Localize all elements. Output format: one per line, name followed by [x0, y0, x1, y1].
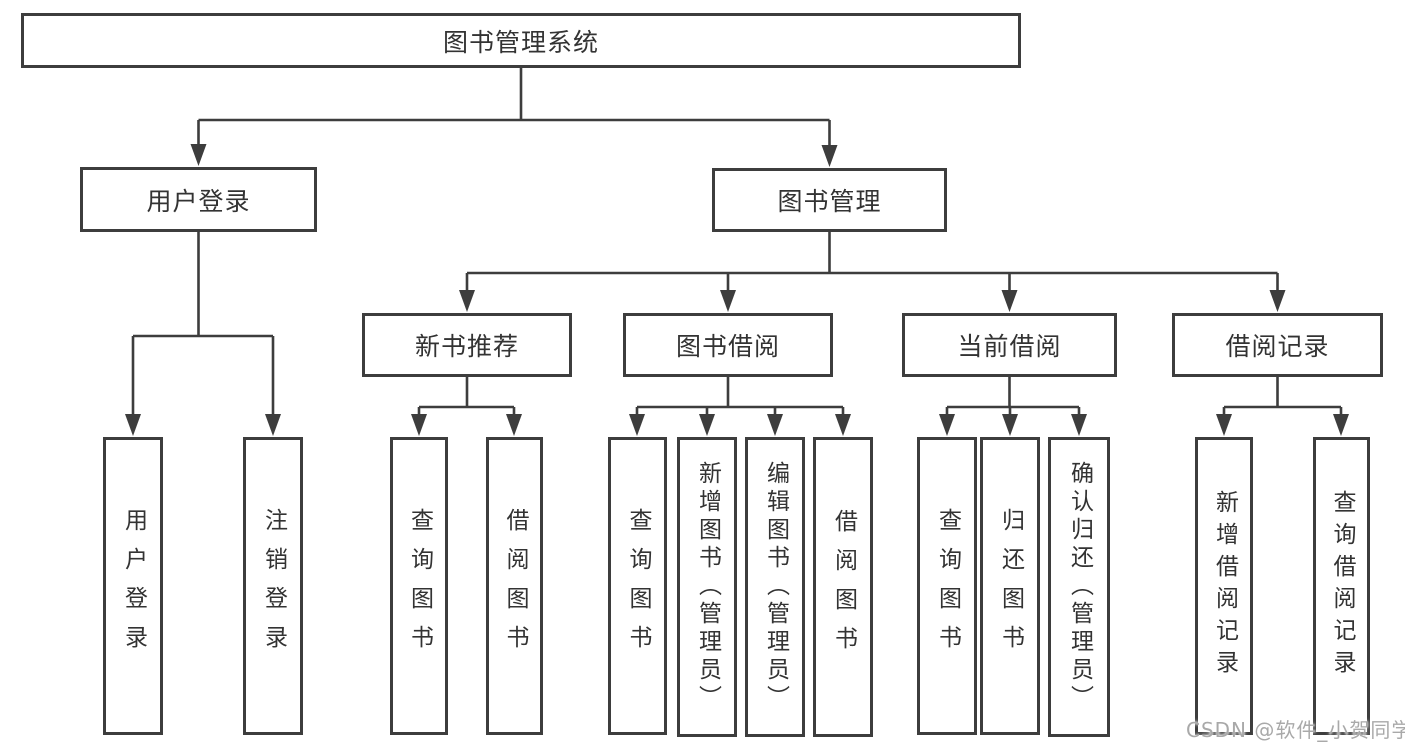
node-label: 归还图书 — [997, 508, 1024, 664]
leaf-query-books-recommend: 查询图书 — [390, 437, 448, 735]
node-label: 借阅图书 — [502, 508, 528, 664]
node-library-management-system: 图书管理系统 — [21, 13, 1021, 68]
connector-records-to-leaves — [1222, 377, 1343, 418]
leaf-query-books-current: 查询图书 — [917, 437, 977, 735]
leaf-edit-books-admin: 编辑图书（管理员） — [745, 437, 805, 737]
node-label: 查询借阅记录 — [1329, 490, 1355, 682]
leaf-query-borrow-record: 查询借阅记录 — [1313, 437, 1370, 735]
node-label: 确认归还（管理员） — [1066, 461, 1093, 713]
node-label: 编辑图书（管理员） — [762, 461, 789, 713]
node-label: 注销登录 — [260, 508, 287, 664]
leaf-borrow-books-recommend: 借阅图书 — [486, 437, 543, 735]
leaf-user-login: 用户登录 — [103, 437, 163, 735]
node-label: 新增借阅记录 — [1211, 490, 1238, 682]
connector-bookmgmt-to-level3 — [465, 232, 1279, 294]
node-label: 查询图书 — [406, 508, 433, 664]
leaf-return-books: 归还图书 — [980, 437, 1040, 735]
node-label: 图书管理 — [777, 187, 882, 216]
connector-newbook-to-leaves — [417, 377, 516, 418]
leaf-add-borrow-record: 新增借阅记录 — [1195, 437, 1253, 735]
node-current-borrow: 当前借阅 — [902, 313, 1117, 377]
leaf-logout: 注销登录 — [243, 437, 303, 735]
node-user-login: 用户登录 — [80, 167, 317, 232]
node-borrow-records: 借阅记录 — [1172, 313, 1383, 377]
leaf-add-books-admin: 新增图书（管理员） — [677, 437, 737, 737]
connector-root-to-level2 — [197, 68, 831, 149]
node-label: 图书管理系统 — [442, 27, 599, 57]
node-label: 当前借阅 — [957, 332, 1062, 361]
node-label: 图书借阅 — [675, 332, 780, 361]
node-label: 用户登录 — [146, 186, 251, 216]
csdn-watermark: CSDN @软件_小贺同学 — [1186, 718, 1405, 742]
node-label: 新增图书（管理员） — [694, 461, 721, 713]
node-new-book-recommend: 新书推荐 — [362, 313, 572, 377]
leaf-confirm-return-admin: 确认归还（管理员） — [1048, 437, 1110, 737]
connector-userlogin-to-leaves — [131, 232, 275, 418]
node-book-borrow: 图书借阅 — [623, 313, 833, 377]
arrowheads — [125, 144, 1349, 436]
node-label: 查询图书 — [934, 508, 961, 664]
node-label: 新书推荐 — [414, 332, 519, 361]
node-label: 查询图书 — [625, 508, 651, 664]
node-book-management: 图书管理 — [712, 168, 947, 232]
connector-borrow-to-leaves — [635, 377, 845, 418]
node-label: 借阅图书 — [830, 509, 857, 665]
connector-current-to-leaves — [945, 377, 1081, 418]
node-label: 借阅记录 — [1225, 332, 1330, 361]
node-label: 用户登录 — [120, 508, 147, 664]
leaf-query-books-borrow: 查询图书 — [608, 437, 667, 735]
leaf-borrow-books: 借阅图书 — [813, 437, 873, 737]
